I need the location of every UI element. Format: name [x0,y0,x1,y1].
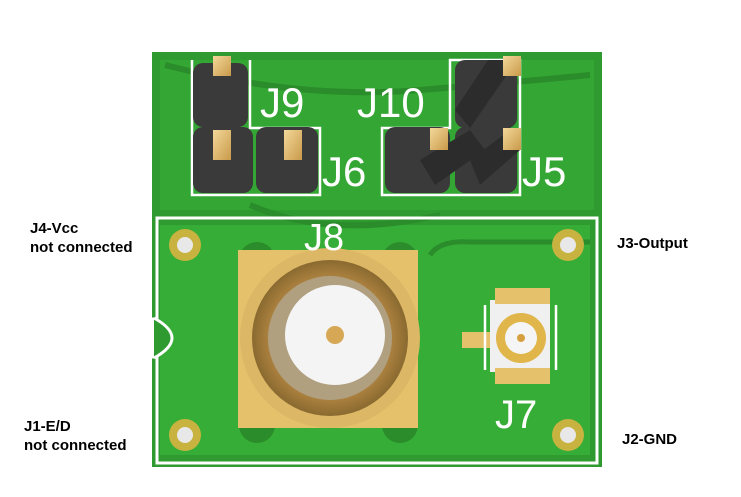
label-j4-status: not connected [30,239,133,256]
pin-j6-1 [213,130,231,160]
pin-j5-2 [503,128,521,150]
sma-connector-j8 [238,248,420,428]
label-j3: J3-Output [617,235,688,252]
silk-frame-j9-j6 [190,60,322,197]
pin-j5-1 [430,128,448,150]
silk-j5: J5 [522,148,566,195]
silk-j9: J9 [260,79,304,126]
label-j1-name: J1-E/D [24,418,71,435]
trace-middle [248,202,441,229]
silk-j8: J8 [304,217,344,259]
pin-j6-2 [284,130,302,160]
pin-j9 [213,56,231,76]
trace-right [427,239,590,257]
pad-j3 [552,229,584,261]
silk-outline [155,216,599,465]
ufl-connector-j7 [462,288,558,384]
sma-center-pin [326,326,344,344]
silk-j7: J7 [495,393,537,437]
pad-j4 [169,229,201,261]
label-j4: J4-Vcc not connected [30,219,133,257]
header-j9-j6 [193,56,318,193]
label-j2: J2-GND [622,431,678,448]
board-notch-inner [153,316,174,360]
label-j1: J1-E/D not connected [24,417,127,455]
label-j4-name: J4-Vcc [30,220,79,237]
header-j10-j5 [385,56,521,193]
pad-j2 [552,419,584,451]
pin-j10 [503,56,521,76]
silk-frame-j10-j5 [380,58,522,197]
label-j1-status: not connected [24,437,127,454]
silk-j6: J6 [322,148,366,195]
silk-j10: J10 [357,79,425,126]
pad-j1 [169,419,201,451]
